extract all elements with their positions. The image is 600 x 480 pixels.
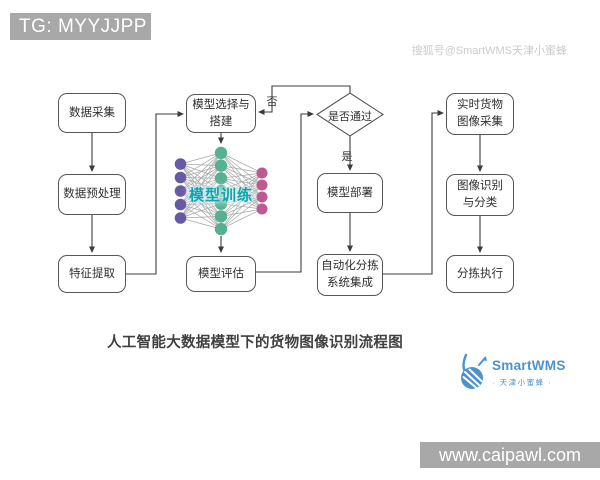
flow-box-model-deployment: 模型部署 [317, 173, 383, 213]
hidden-layer-node [214, 172, 228, 185]
output-layer-node [256, 179, 268, 191]
hidden-layer-node [214, 210, 228, 223]
tg-watermark-badge: TG: MYYJJPP [10, 13, 151, 40]
sohu-watermark: 搜狐号@SmartWMS天津小蜜蜂 [411, 45, 567, 57]
decision-label-pass: 是否通过 [328, 111, 372, 123]
branch-label-yes: 是 [341, 151, 353, 163]
input-layer-node [174, 198, 187, 211]
connector-integration-to-capture [383, 110, 444, 275]
hidden-layer-node [214, 159, 228, 172]
flow-box-data-collection: 数据采集 [58, 93, 126, 133]
hidden-layer-node [214, 146, 228, 160]
flow-box-sorting-execution: 分拣执行 [446, 255, 514, 293]
output-layer-node [256, 167, 268, 179]
connector-decision-no-feedback [258, 85, 351, 115]
flow-box-realtime-capture: 实时货物 图像采集 [446, 93, 514, 135]
output-layer-node [256, 203, 268, 215]
smartwms-logo-name: SmartWMS [492, 358, 566, 373]
flow-box-sorting-integration: 自动化分拣 系统集成 [317, 254, 383, 296]
smartwms-logo-icon [461, 353, 487, 389]
output-layer-node [256, 191, 268, 203]
decision-diamond-shape [315, 92, 385, 137]
flow-box-model-selection: 模型选择与搭建 [186, 94, 256, 133]
smartwms-logo-subtitle: · 天津小蜜蜂 · [492, 378, 553, 387]
flow-box-feature-extraction: 特征提取 [58, 255, 126, 293]
input-layer-node [174, 171, 187, 184]
neural-network-graphic [174, 146, 268, 236]
hidden-layer-node [214, 222, 228, 236]
model-training-label: 模型训练 [188, 187, 253, 204]
flow-box-image-recognition: 图像识别 与分类 [446, 174, 514, 216]
connector-extraction-to-selection [126, 111, 184, 275]
flow-box-model-evaluation: 模型评估 [186, 256, 256, 292]
flowchart-title: 人工智能大数据模型下的货物图像识别流程图 [107, 335, 403, 351]
input-layer-node [174, 185, 187, 197]
hidden-layer-node [214, 184, 228, 198]
connector-evaluation-to-decision [256, 111, 314, 273]
input-layer-node [174, 212, 187, 224]
branch-label-no: 否 [266, 96, 278, 108]
flow-box-data-preprocessing: 数据预处理 [58, 174, 126, 215]
hidden-layer-node [214, 197, 228, 210]
input-layer-node [174, 158, 187, 170]
url-watermark-bar: www.caipawl.com [420, 442, 600, 468]
